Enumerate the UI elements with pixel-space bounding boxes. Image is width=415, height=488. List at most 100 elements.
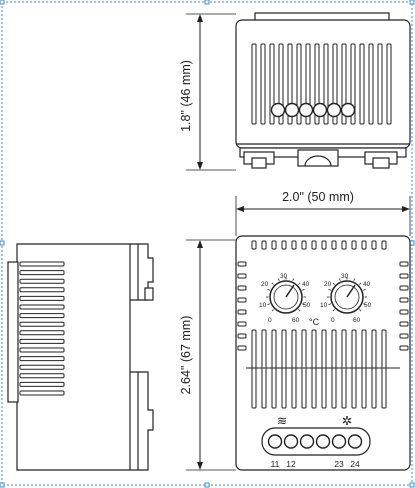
vent-slot <box>321 329 327 409</box>
dial-left-tick-label: 40 <box>302 281 310 288</box>
vent-slot <box>19 270 65 276</box>
dial-left: 0 10 20 30 40 50 60 <box>259 273 311 324</box>
vent-slot <box>251 240 257 250</box>
dial-right-tick-label: 50 <box>364 302 372 309</box>
vent-slot <box>19 347 65 353</box>
side-view <box>7 243 154 471</box>
dial-right-tick-label: 20 <box>324 281 332 288</box>
dial-tick <box>332 282 335 285</box>
terminal-label: 12 <box>286 459 296 469</box>
front-height-dimension <box>186 239 236 471</box>
vent-slot <box>269 43 275 125</box>
vent-slot <box>311 240 317 250</box>
terminal-label: 24 <box>350 459 360 469</box>
vent-slot <box>351 329 357 409</box>
terminal-hole <box>312 102 328 118</box>
dial-tick <box>302 303 305 306</box>
vent-slot <box>19 278 65 284</box>
vent-slot <box>237 261 247 267</box>
vent-slot <box>399 333 409 339</box>
vent-slot <box>368 43 374 125</box>
top-height-dimension <box>186 13 236 171</box>
side-view-vents <box>19 261 65 396</box>
vent-slot <box>237 321 247 327</box>
front-view-top-vents <box>251 240 387 250</box>
vent-slot <box>19 364 65 370</box>
top-view <box>235 12 411 169</box>
width-label: 2.0" (50 mm) <box>282 190 354 204</box>
dial-tick <box>302 288 305 291</box>
vent-slot <box>271 240 277 250</box>
front-view <box>235 235 411 471</box>
vent-slot <box>291 240 297 250</box>
dial-tick <box>292 278 295 281</box>
vent-slot <box>301 329 307 409</box>
vent-slot <box>19 295 65 301</box>
terminal-screw <box>299 434 315 449</box>
terminal-screw <box>267 434 283 449</box>
terminal-screw <box>283 434 299 449</box>
vent-slot <box>359 43 365 125</box>
vent-slot <box>19 313 65 319</box>
vent-slot <box>261 329 267 409</box>
dial-tick <box>328 303 331 306</box>
vent-slot <box>19 373 65 379</box>
terminal-label: 23 <box>334 459 344 469</box>
dial-tick <box>338 278 341 281</box>
top-height-label: 1.8" (46 mm) <box>179 60 193 132</box>
dial-tick <box>267 303 270 306</box>
vent-slot <box>260 43 266 125</box>
vent-slot <box>237 297 247 303</box>
vent-slot <box>281 329 287 409</box>
front-view-middle-vents <box>251 329 387 409</box>
vent-slot <box>19 390 65 396</box>
dial-right-tick-label: 60 <box>353 317 361 324</box>
vent-slot <box>261 240 267 250</box>
vent-slot <box>281 240 287 250</box>
dial-right-tick-label: 40 <box>363 281 371 288</box>
dial-left-tick-label: 60 <box>292 317 300 324</box>
vent-slot <box>19 356 65 362</box>
terminal-hole <box>270 102 286 118</box>
vent-slot <box>381 329 387 409</box>
dial-right-tick-label: 0 <box>331 317 335 324</box>
terminal-hole <box>326 102 342 118</box>
vent-slot <box>399 273 409 279</box>
top-view-terminal-holes <box>270 102 356 118</box>
vent-slot <box>377 43 383 125</box>
vent-slot <box>321 240 327 250</box>
dial-tick <box>332 309 335 312</box>
vent-slot <box>341 329 347 409</box>
dial-tick <box>271 282 274 285</box>
dial-tick <box>363 288 366 291</box>
vent-slot <box>251 43 257 125</box>
vent-slot <box>19 321 65 327</box>
vent-slot <box>371 329 377 409</box>
vent-slot <box>399 309 409 315</box>
dial-tick <box>267 288 270 291</box>
vent-slot <box>291 329 297 409</box>
vent-slot <box>237 285 247 291</box>
vent-slot <box>271 329 277 409</box>
terminal-hole <box>340 102 356 118</box>
front-view-side-vents <box>237 261 409 351</box>
dial-tick <box>363 303 366 306</box>
vent-slot <box>237 309 247 315</box>
dial-tick <box>328 288 331 291</box>
dial-left-tick-label: 30 <box>280 273 288 280</box>
vent-slot <box>361 240 367 250</box>
vent-slot <box>386 43 392 125</box>
vent-slot <box>361 329 367 409</box>
dial-tick <box>298 282 301 285</box>
vent-slot <box>350 43 356 125</box>
vent-slot <box>251 329 257 409</box>
dial-tick <box>271 309 274 312</box>
width-dimension <box>235 196 411 236</box>
terminal-hole <box>284 102 300 118</box>
heater-icon: ≋ <box>277 414 287 428</box>
dial-left-tick-label: 0 <box>268 317 272 324</box>
dial-tick <box>277 278 280 281</box>
terminal-label: 11 <box>271 459 280 469</box>
fan-icon: ✲ <box>342 414 352 428</box>
